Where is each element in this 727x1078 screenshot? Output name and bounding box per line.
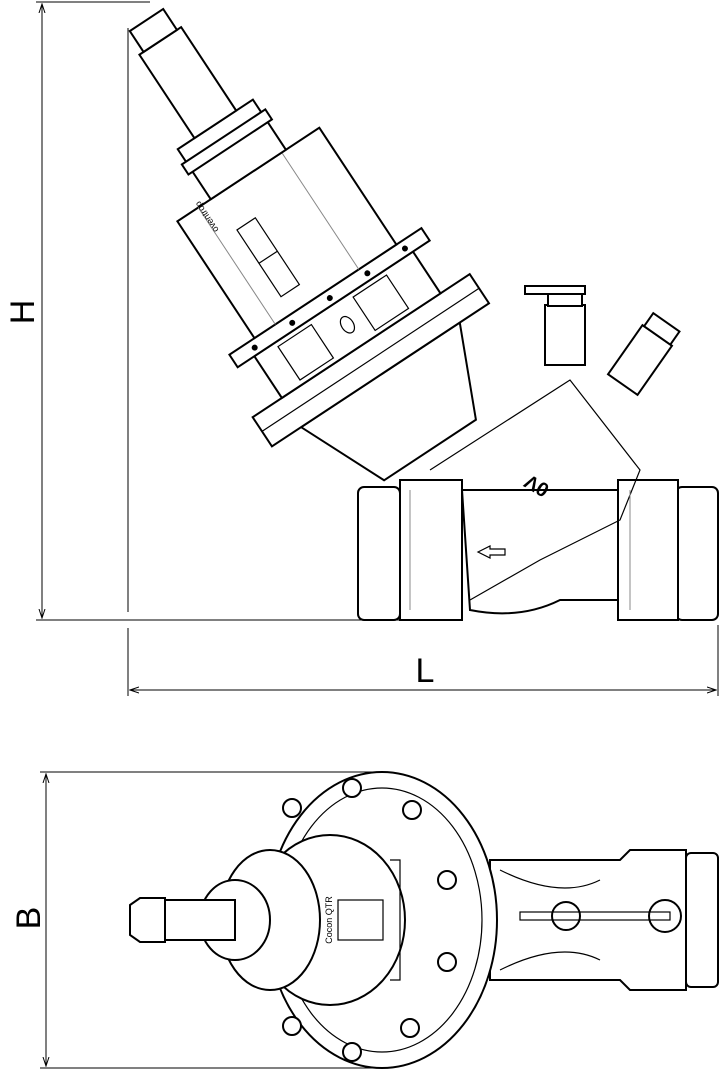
arrow-left-icon xyxy=(476,545,506,559)
dimension-b: B xyxy=(10,771,380,1069)
dimension-b-label: B xyxy=(10,907,48,930)
dimension-h: H xyxy=(4,1,420,621)
dimension-h-label: H xyxy=(4,300,42,325)
dial-text: Cocon QTR xyxy=(324,896,334,944)
flange-screws xyxy=(251,245,408,351)
side-view-actuator: oventrop xyxy=(128,7,491,482)
test-point-cap xyxy=(648,899,682,933)
dimension-l-label: L xyxy=(416,652,435,690)
dimension-l: L xyxy=(127,625,719,696)
test-point-cap xyxy=(551,901,581,931)
side-view-valve-body: 0V xyxy=(357,285,719,621)
top-view-valve: Cocon QTR xyxy=(129,771,719,1069)
flange-bolts xyxy=(282,778,457,1062)
